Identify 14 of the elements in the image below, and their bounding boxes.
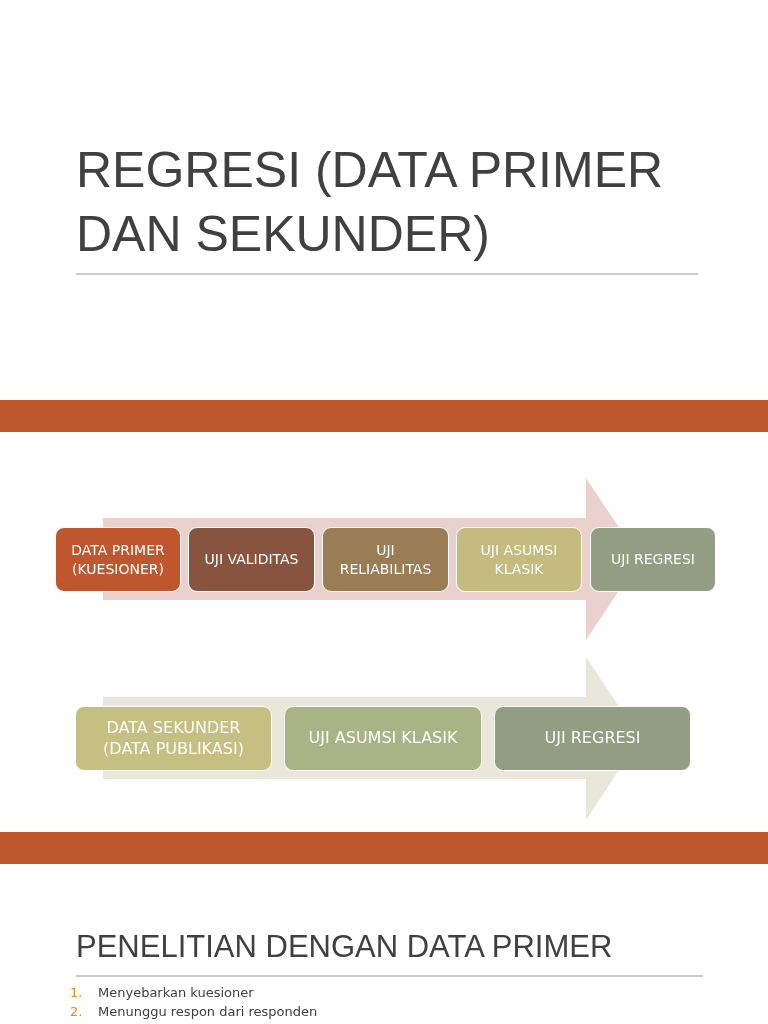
slide-title: REGRESI (DATA PRIMER DAN SEKUNDER) [76, 141, 665, 264]
process-box: UJI RELIABILITAS [322, 527, 449, 592]
list-item: Menyebarkan kuesioner [98, 985, 254, 1001]
list-number: 2. [70, 1004, 83, 1020]
process-box: UJI ASUMSI KLASIK [284, 706, 482, 771]
process-box: UJI REGRESI [590, 527, 716, 592]
process-box: DATA PRIMER (KUESIONER) [55, 527, 181, 592]
section-heading: PENELITIAN DENGAN DATA PRIMER [76, 928, 613, 966]
process-box: UJI VALIDITAS [188, 527, 315, 592]
process-box: UJI ASUMSI KLASIK [456, 527, 582, 592]
list-item: Menunggu respon dari responden [98, 1004, 318, 1020]
process-box: UJI REGRESI [494, 706, 691, 771]
list-number: 1. [70, 985, 83, 1001]
process-box: DATA SEKUNDER (DATA PUBLIKASI) [75, 706, 272, 771]
